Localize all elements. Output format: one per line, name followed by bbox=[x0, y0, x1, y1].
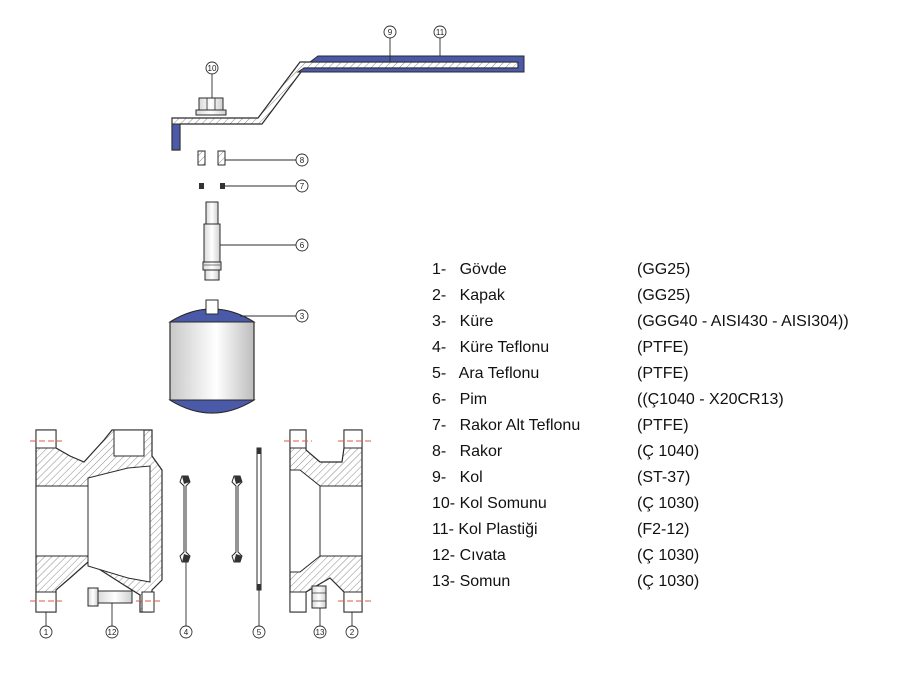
callout-7: 7 bbox=[295, 179, 309, 193]
part-name: 8- Rakor bbox=[432, 443, 503, 460]
part-row-5: 5- Ara Teflonu (PTFE) bbox=[432, 363, 892, 389]
svg-text:2: 2 bbox=[350, 628, 355, 637]
svg-text:13: 13 bbox=[316, 628, 325, 637]
part-material: (F2-12) bbox=[637, 521, 690, 538]
part-name: 4- Küre Teflonu bbox=[432, 339, 550, 356]
svg-text:8: 8 bbox=[300, 156, 305, 165]
callout-3: 3 bbox=[295, 309, 309, 323]
part-row-2: 2- Kapak (GG25) bbox=[432, 285, 892, 311]
callout-2: 2 bbox=[345, 625, 359, 639]
callout-1: 1 bbox=[39, 625, 53, 639]
callout-12: 12 bbox=[105, 625, 119, 639]
parts-list: 1- Gövde (GG25) 2- Kapak (GG25) 3- Küre … bbox=[432, 259, 892, 597]
part-material: (Ç 1030) bbox=[637, 547, 700, 564]
part-material: (ST-37) bbox=[637, 469, 691, 486]
part-row-9: 9- Kol (ST-37) bbox=[432, 467, 892, 493]
part-row-11: 11- Kol Plastiği (F2-12) bbox=[432, 519, 892, 545]
leader-lines bbox=[45, 38, 441, 626]
part-row-8: 8- Rakor (Ç 1040) bbox=[432, 441, 892, 467]
part-name: 10- Kol Somunu bbox=[432, 495, 547, 512]
part-material: (Ç 1030) bbox=[637, 573, 700, 590]
part-row-10: 10- Kol Somunu (Ç 1030) bbox=[432, 493, 892, 519]
bushing-part-8 bbox=[197, 150, 226, 166]
body-part-1 bbox=[30, 429, 163, 613]
callout-6: 6 bbox=[295, 238, 309, 252]
part-row-1: 1- Gövde (GG25) bbox=[432, 259, 892, 285]
svg-text:11: 11 bbox=[436, 28, 445, 37]
ball-seat-ptfe-part-4 bbox=[179, 475, 243, 563]
svg-text:7: 7 bbox=[300, 182, 305, 191]
bushing-ptfe-part-7 bbox=[199, 183, 225, 189]
part-name: 6- Pim bbox=[432, 391, 488, 408]
part-material: (GG25) bbox=[637, 287, 691, 304]
part-name: 7- Rakor Alt Teflonu bbox=[432, 417, 581, 434]
svg-text:5: 5 bbox=[257, 628, 262, 637]
svg-text:4: 4 bbox=[184, 628, 189, 637]
handle-sleeve-part-11 bbox=[296, 55, 525, 73]
bolt-part-12 bbox=[87, 587, 133, 607]
svg-text:9: 9 bbox=[388, 28, 393, 37]
part-row-13: 13- Somun (Ç 1030) bbox=[432, 571, 892, 597]
cover-part-2 bbox=[284, 429, 372, 613]
part-row-7: 7- Rakor Alt Teflonu (PTFE) bbox=[432, 415, 892, 441]
part-name: 1- Gövde bbox=[432, 261, 507, 278]
gasket-ptfe-part-5 bbox=[256, 447, 262, 591]
part-material: (PTFE) bbox=[637, 365, 689, 382]
part-row-3: 3- Küre (GGG40 - AISI430 - AISI304)) bbox=[432, 311, 892, 337]
callout-5: 5 bbox=[252, 625, 266, 639]
callout-9: 9 bbox=[383, 25, 397, 39]
handle-part-9 bbox=[171, 61, 519, 151]
part-material: (GG25) bbox=[637, 261, 691, 278]
part-material: ((Ç1040 - X20CR13) bbox=[637, 391, 784, 408]
part-name: 13- Somun bbox=[432, 573, 511, 590]
stem-part-6 bbox=[202, 201, 222, 281]
callout-8: 8 bbox=[295, 153, 309, 167]
callout-13: 13 bbox=[313, 625, 327, 639]
svg-text:1: 1 bbox=[44, 628, 49, 637]
callout-4: 4 bbox=[179, 625, 193, 639]
callout-11: 11 bbox=[433, 25, 447, 39]
part-material: (PTFE) bbox=[637, 339, 689, 356]
svg-text:10: 10 bbox=[208, 64, 217, 73]
nut-part-13 bbox=[311, 585, 327, 609]
part-material: (Ç 1030) bbox=[637, 495, 700, 512]
part-name: 2- Kapak bbox=[432, 287, 505, 304]
part-material: (GGG40 - AISI430 - AISI304)) bbox=[637, 313, 849, 330]
part-name: 12- Cıvata bbox=[432, 547, 506, 564]
part-name: 11- Kol Plastiği bbox=[432, 521, 538, 538]
svg-text:6: 6 bbox=[300, 241, 305, 250]
svg-text:3: 3 bbox=[300, 312, 305, 321]
part-row-6: 6- Pim ((Ç1040 - X20CR13) bbox=[432, 389, 892, 415]
part-material: (Ç 1040) bbox=[637, 443, 700, 460]
part-row-4: 4- Küre Teflonu (PTFE) bbox=[432, 337, 892, 363]
part-name: 5- Ara Teflonu bbox=[432, 365, 540, 382]
ball-part-3 bbox=[168, 299, 256, 414]
callout-10: 10 bbox=[205, 61, 219, 75]
handle-nut-part-10 bbox=[195, 97, 227, 116]
part-material: (PTFE) bbox=[637, 417, 689, 434]
part-name: 3- Küre bbox=[432, 313, 494, 330]
part-name: 9- Kol bbox=[432, 469, 483, 486]
part-row-12: 12- Cıvata (Ç 1030) bbox=[432, 545, 892, 571]
svg-text:12: 12 bbox=[108, 628, 117, 637]
